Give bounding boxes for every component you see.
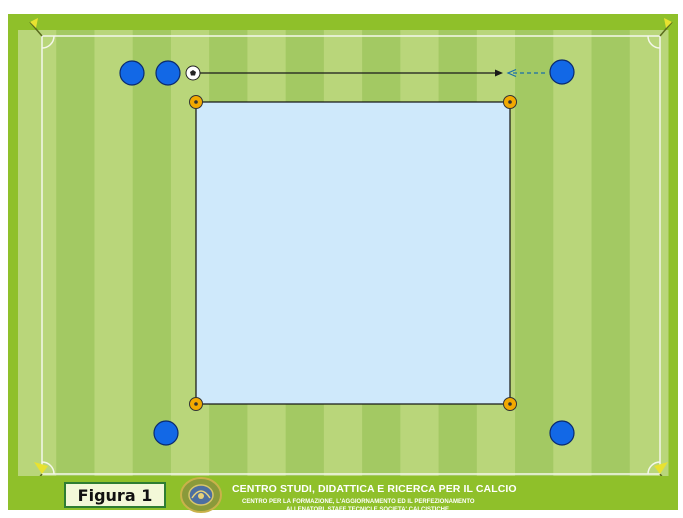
grass-stripe (515, 30, 554, 482)
grass-stripe (630, 30, 669, 482)
grass-stripe (94, 30, 133, 482)
player-marker (550, 60, 574, 84)
grass-stripe (553, 30, 592, 482)
organization-logo-icon (178, 476, 224, 514)
footer-subtitle-line2: ALLENATORI, STAFF TECNICI E SOCIETA' CAL… (286, 507, 586, 513)
player-marker (156, 61, 180, 85)
cone-icon-bottom-left (190, 398, 203, 411)
cone-icon-top-right (504, 96, 517, 109)
player-marker (550, 421, 574, 445)
cone-icon-bottom-right (504, 398, 517, 411)
figure-label: Figura 1 (64, 482, 166, 508)
grass-stripe (18, 30, 57, 482)
grass-stripe (133, 30, 172, 482)
footer-subtitle-line1: CENTRO PER LA FORMAZIONE, L'AGGIORNAMENT… (242, 499, 542, 505)
cone-icon-top-left (190, 96, 203, 109)
soccer-ball-icon (186, 66, 200, 80)
grass-stripe (592, 30, 631, 482)
grass-stripe (56, 30, 95, 482)
footer-title: CENTRO STUDI, DIDATTICA E RICERCA PER IL… (232, 483, 532, 495)
player-marker (120, 61, 144, 85)
drill-square-area (196, 102, 510, 404)
player-marker (154, 421, 178, 445)
